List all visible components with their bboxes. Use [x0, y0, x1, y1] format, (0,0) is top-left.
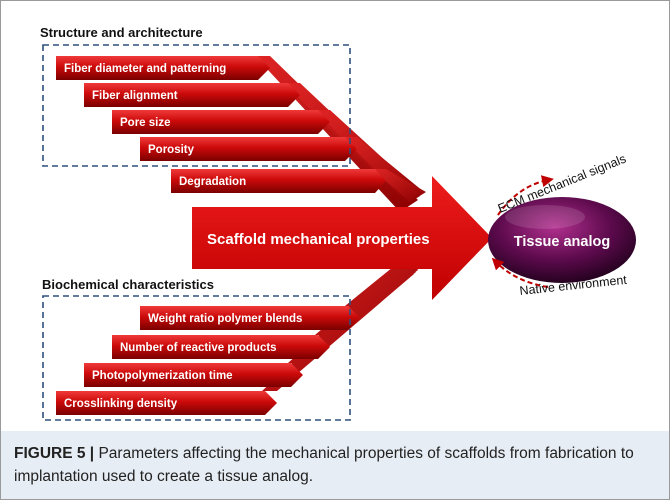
figure-label: FIGURE 5 |	[14, 445, 95, 462]
structure-group-box	[42, 44, 351, 167]
label-fiber-diameter: Fiber diameter and patterning	[64, 63, 226, 75]
label-degradation: Degradation	[179, 176, 246, 188]
label-fiber-alignment: Fiber alignment	[92, 90, 178, 102]
label-pore-size: Pore size	[120, 117, 171, 129]
central-arrow-label: Scaffold mechanical properties	[207, 231, 430, 248]
biochemical-bars	[56, 306, 360, 415]
label-photopolymerization: Photopolymerization time	[92, 370, 233, 382]
bar-porosity	[140, 137, 357, 161]
tissue-analog-label: Tissue analog	[514, 234, 610, 250]
diagram: Structure and architecture Biochemical c…	[40, 25, 636, 421]
bar-crosslinking	[56, 391, 277, 415]
top-curved-arrow	[497, 175, 554, 216]
caption-box	[0, 431, 670, 500]
biochemical-group-box	[42, 295, 351, 421]
label-reactive-products: Number of reactive products	[120, 342, 277, 354]
figure-caption: FIGURE 5 | Parameters affecting the mech…	[14, 442, 654, 488]
bar-weight-ratio	[140, 306, 360, 330]
label-crosslinking: Crosslinking density	[64, 398, 178, 410]
tissue-analog-node	[488, 197, 636, 283]
bar-fiber-diameter	[56, 56, 270, 80]
node-highlight	[505, 205, 585, 229]
bar-fiber-alignment	[84, 83, 300, 107]
bar-pore-size	[112, 110, 330, 134]
label-porosity: Porosity	[148, 144, 195, 156]
bar-degradation	[171, 169, 386, 193]
bar-reactive-products	[112, 335, 330, 359]
caption-text: Parameters affecting the mechanical prop…	[14, 445, 634, 485]
label-weight-ratio: Weight ratio polymer blends	[148, 313, 302, 325]
structure-bars	[56, 56, 386, 193]
central-arrow	[192, 176, 492, 300]
biochemical-section-title: Biochemical characteristics	[42, 277, 214, 292]
bar-photopolymerization	[84, 363, 303, 387]
structure-section-title: Structure and architecture	[40, 25, 203, 40]
